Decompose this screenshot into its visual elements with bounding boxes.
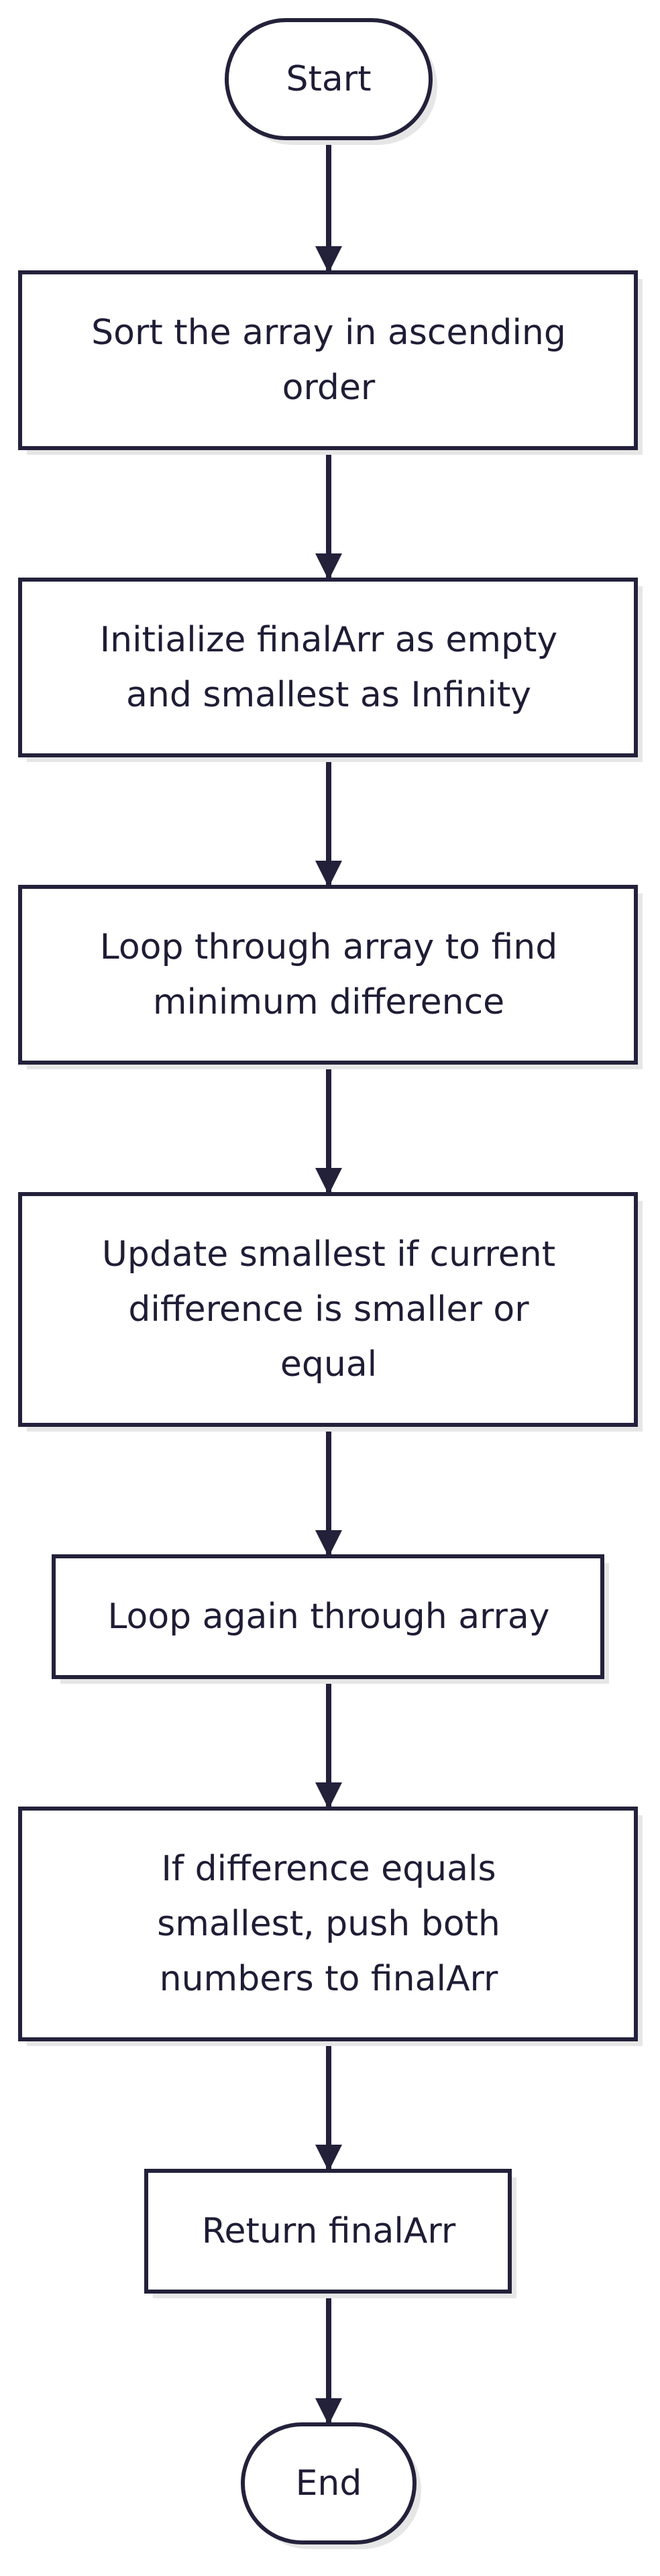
node-return: Return finalArr [144,2169,516,2298]
node-loop2: Loop again through array [52,1554,609,1684]
node-label-line: End [296,2463,362,2504]
process-box [18,1807,638,2041]
terminal-shape [241,2422,417,2544]
node-label-line: Update smallest if current [102,1234,555,1275]
node-label-line: minimum difference [153,982,504,1022]
node-label-line: Sort the array in ascending [91,313,566,353]
node-label-line: equal [280,1344,377,1385]
terminal-shape [225,18,433,140]
process-box [144,2169,512,2294]
node-label-line: If difference equals [161,1849,496,1889]
process-box [52,1554,604,1679]
node-loop1: Loop through array to find minimum differ… [18,885,643,1069]
node-start: Start [225,18,437,145]
node-push: If difference equals smallest, push both n… [18,1807,643,2046]
process-box [18,270,638,450]
node-label-line: Initialize finalArr as empty [100,620,557,660]
process-box [18,885,638,1065]
node-label-line: Return finalArr [202,2211,456,2251]
node-label-line: Loop through array to find [100,927,557,967]
node-end: End [241,2422,421,2549]
process-box [18,1192,638,1427]
node-label-line: Start [286,59,371,99]
node-update: Update smallest if current difference is … [18,1192,643,1432]
node-init: Initialize finalArr as empty and smallest… [18,578,643,762]
node-label-line: order [282,368,376,408]
process-box [18,578,638,757]
node-label-line: and smallest as Infinity [126,675,531,715]
node-label-line: smallest, push both [157,1904,500,1944]
node-label-line: Loop again through array [107,1597,549,1637]
node-sort: Sort the array in ascending order [18,270,643,455]
node-label-line: difference is smaller or [128,1289,529,1330]
node-label-line: numbers to finalArr [160,1959,498,1999]
